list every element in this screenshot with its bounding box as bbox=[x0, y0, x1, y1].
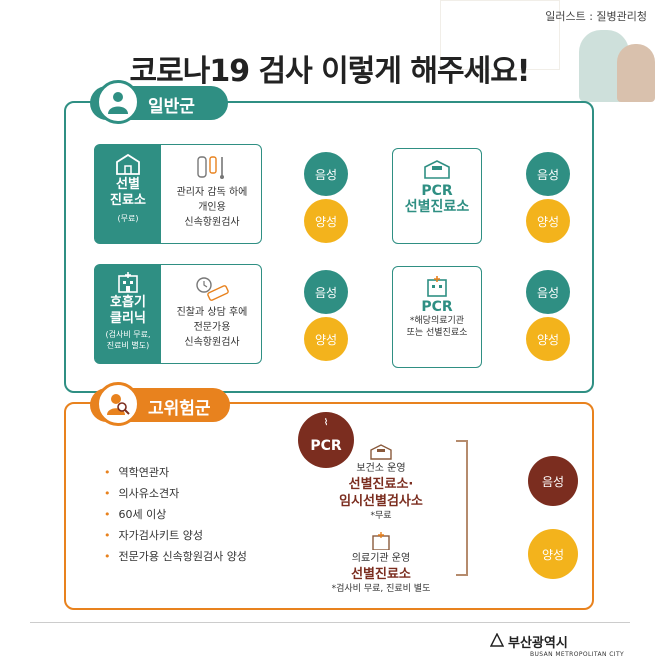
pcr-hospital-card: PCR *해당의료기관 또는 선별진료소 bbox=[392, 266, 482, 368]
respiratory-clinic-desc-line2: 전문가용 bbox=[193, 322, 231, 333]
list-item: 의사유소견자 bbox=[104, 483, 247, 504]
respiratory-clinic-desc: 진찰과 상담 후에 전문가용 신속항원검사 bbox=[161, 265, 263, 363]
respiratory-clinic-name-line1: 호흡기 bbox=[110, 295, 146, 310]
respiratory-clinic-desc-line1: 진찰과 상담 후에 bbox=[176, 307, 248, 318]
pcr2-negative-result: 음성 bbox=[526, 270, 570, 314]
hospital-screening-line2: 선별진료소 bbox=[351, 567, 411, 582]
hospital-screening-card: 의료기관 운영 선별진료소 *검사비 무료, 진료비 별도 bbox=[300, 532, 462, 596]
pcr-hospital-line3: 또는 선별진료소 bbox=[406, 328, 468, 338]
site1-positive-result: 양성 bbox=[304, 199, 348, 243]
high-risk-group-label: 고위험군 bbox=[148, 399, 211, 419]
background-building-illustration bbox=[440, 0, 560, 70]
list-item: 역학연관자 bbox=[104, 462, 247, 483]
list-item: 전문가용 신속항원검사 양성 bbox=[104, 546, 247, 567]
public-screening-line4: *무료 bbox=[370, 511, 392, 521]
public-screening-line1: 보건소 운영 bbox=[356, 463, 406, 474]
pcr-tent-icon bbox=[423, 159, 451, 179]
pcr-screening-card: PCR 선별진료소 bbox=[392, 148, 482, 244]
pcr-tent-icon bbox=[369, 444, 393, 460]
tent-icon bbox=[115, 153, 141, 175]
screening-clinic-desc-line3: 신속항원검사 bbox=[184, 217, 240, 228]
hospital-screening-line1: 의료기관 운영 bbox=[351, 553, 411, 564]
pcr-hospital-icon bbox=[425, 275, 449, 297]
pcr-hospital-icon bbox=[370, 532, 392, 551]
timer-test-kit-icon bbox=[192, 275, 232, 301]
screening-clinic-desc-line2: 개인용 bbox=[198, 202, 226, 213]
footer-divider bbox=[30, 622, 630, 623]
pcr1-positive-result: 양성 bbox=[526, 199, 570, 243]
pcr-hospital-line1: PCR bbox=[421, 299, 453, 315]
city-logo-icon bbox=[489, 632, 505, 647]
high-risk-pcr-circle: ⌇ PCR bbox=[298, 412, 354, 468]
respiratory-clinic-header: 호흡기 클리닉 (검사비 무료, 진료비 별도) bbox=[95, 265, 161, 363]
site1-negative-result: 음성 bbox=[304, 152, 348, 196]
respiratory-clinic-name-line2: 클리닉 bbox=[110, 311, 146, 326]
respiratory-clinic-sub-line1: (검사비 무료, bbox=[105, 330, 151, 339]
high-risk-group-badge: 고위험군 bbox=[90, 382, 230, 426]
screening-clinic-desc: 관리자 감독 하에 개인용 신속항원검사 bbox=[161, 145, 263, 243]
list-item: 자가검사키트 양성 bbox=[104, 525, 247, 546]
screening-clinic-desc-line1: 관리자 감독 하에 bbox=[176, 187, 248, 198]
screening-clinic-sub: (무료) bbox=[117, 214, 139, 223]
pcr1-negative-result: 음성 bbox=[526, 152, 570, 196]
pcr-hospital-line2: *해당의료기관 bbox=[409, 316, 465, 326]
test-kit-icon bbox=[192, 155, 232, 181]
high-risk-negative-result: 음성 bbox=[528, 456, 578, 506]
public-screening-line3: 임시선별검사소 bbox=[339, 494, 423, 509]
hospital-screening-line3: *검사비 무료, 진료비 별도 bbox=[331, 584, 431, 594]
respiratory-clinic-sub-line2: 진료비 별도) bbox=[106, 341, 150, 350]
pcr-screening-line2: 선별진료소 bbox=[404, 199, 470, 215]
swab-icon: ⌇ bbox=[323, 418, 329, 428]
patient-illustration bbox=[617, 44, 655, 102]
screening-clinic-name-line2: 진료소 bbox=[110, 193, 146, 208]
general-group-label: 일반군 bbox=[148, 97, 195, 117]
screening-clinic-name-line1: 선별 bbox=[116, 177, 140, 192]
site2-positive-result: 양성 bbox=[304, 317, 348, 361]
search-icon bbox=[96, 382, 140, 426]
site2-negative-result: 음성 bbox=[304, 270, 348, 314]
list-item: 60세 이상 bbox=[104, 504, 247, 525]
respiratory-clinic-card: 호흡기 클리닉 (검사비 무료, 진료비 별도) 진찰과 상담 후에 전문가용 … bbox=[94, 264, 262, 364]
public-screening-card: 보건소 운영 선별진료소· 임시선별검사소 *무료 bbox=[300, 444, 462, 523]
public-screening-line2: 선별진료소· bbox=[348, 477, 414, 492]
hospital-icon bbox=[116, 271, 140, 293]
high-risk-pcr-label: PCR bbox=[310, 438, 342, 454]
general-group-badge: 일반군 bbox=[90, 80, 228, 124]
respiratory-clinic-desc-line3: 신속항원검사 bbox=[184, 337, 240, 348]
result-bracket bbox=[456, 440, 468, 576]
screening-clinic-header: 선별 진료소 (무료) bbox=[95, 145, 161, 243]
pcr2-positive-result: 양성 bbox=[526, 317, 570, 361]
screening-clinic-card: 선별 진료소 (무료) 관리자 감독 하에 개인용 신속항원검사 bbox=[94, 144, 262, 244]
page-title: 코로나19 검사 이렇게 해주세요! bbox=[129, 54, 531, 89]
user-icon bbox=[96, 80, 140, 124]
city-logo-text: 부산광역시 bbox=[508, 636, 568, 651]
high-risk-criteria-list: 역학연관자 의사유소견자 60세 이상 자가검사키트 양성 전문가용 신속항원검… bbox=[104, 462, 247, 567]
high-risk-positive-result: 양성 bbox=[528, 529, 578, 579]
illustration-credit: 일러스트 : 질병관리청 bbox=[545, 10, 647, 23]
pcr-screening-line1: PCR bbox=[421, 183, 453, 199]
city-logo-subtext: BUSAN METROPOLITAN CITY bbox=[530, 651, 625, 658]
